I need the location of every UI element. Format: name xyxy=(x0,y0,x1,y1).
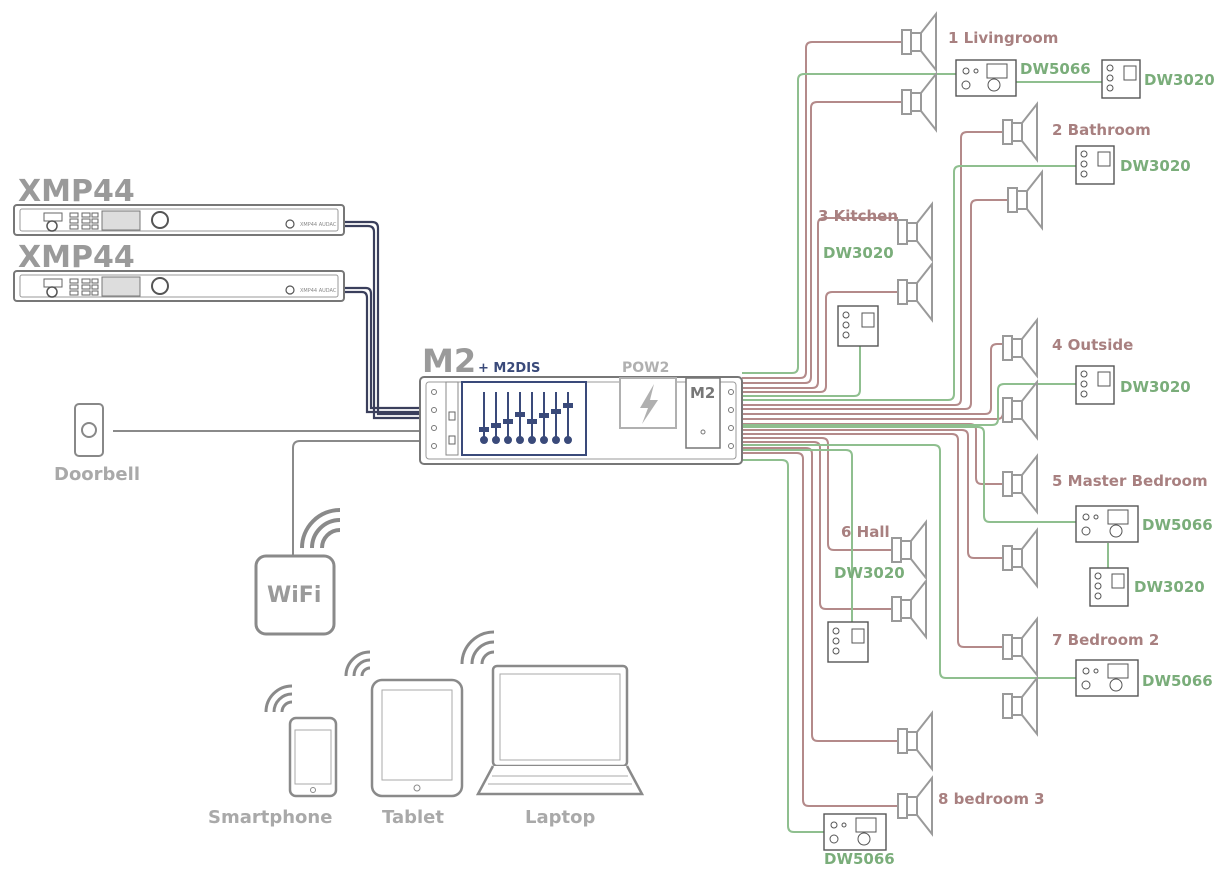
wifi-signal-icon xyxy=(300,508,341,549)
speakers xyxy=(891,11,1043,837)
xmp44-unit-top: XMP44 XMP44 AUDAC xyxy=(13,174,345,236)
smartphone-device: Smartphone xyxy=(208,684,338,828)
speaker-icon xyxy=(1002,616,1038,678)
zone-3-label: 3 Kitchen xyxy=(818,207,898,225)
xmp44-label-bottom: XMP44 xyxy=(18,240,135,275)
speaker-icon xyxy=(1002,675,1038,737)
smartphone-signal-icon xyxy=(264,684,293,713)
speaker-icon xyxy=(1002,379,1038,441)
zone-1-label: 1 Livingroom xyxy=(948,29,1058,47)
xmp44-brand-top: XMP44 AUDAC xyxy=(300,222,337,228)
speaker-icon xyxy=(897,201,933,263)
dw3020-panel xyxy=(1101,59,1141,99)
m2-matrix: M2 + M2DIS POW2 M2 xyxy=(419,342,743,465)
wifi-router: WiFi xyxy=(254,508,341,636)
speaker-wires xyxy=(742,41,1008,807)
zone-4-label: 4 Outside xyxy=(1052,336,1133,354)
panel-label: DW5066 xyxy=(1142,516,1213,534)
panel-label: DW5066 xyxy=(1020,60,1091,78)
panel-label: DW5066 xyxy=(824,850,895,868)
zone-8-label: 8 bedroom 3 xyxy=(938,790,1045,808)
dw3020-panel xyxy=(1089,567,1129,607)
panel-label: DW3020 xyxy=(1144,71,1215,89)
aux-links xyxy=(113,430,422,555)
zone-labels: 1 Livingroom 2 Bathroom 3 Kitchen 4 Outs… xyxy=(818,29,1208,808)
m2-side-logo: M2 xyxy=(690,384,715,402)
doorbell-device: Doorbell xyxy=(54,403,140,485)
control-wires xyxy=(742,73,1109,833)
dw3020-panel xyxy=(837,305,879,347)
speaker-icon xyxy=(1007,169,1043,231)
panel-label: DW3020 xyxy=(1120,157,1191,175)
dw5066-panel xyxy=(823,813,887,851)
doorbell-label: Doorbell xyxy=(54,464,140,485)
panel-label: DW3020 xyxy=(823,244,894,262)
panel-labels: DW5066 DW3020 DW3020 DW3020 DW3020 DW506… xyxy=(823,60,1215,868)
pow2-label: POW2 xyxy=(622,360,669,376)
xmp44-label-top: XMP44 xyxy=(18,174,135,209)
panel-label: DW5066 xyxy=(1142,672,1213,690)
panel-label: DW3020 xyxy=(1134,578,1205,596)
tablet-label: Tablet xyxy=(382,807,444,828)
speaker-icon xyxy=(897,775,933,837)
audio-links xyxy=(344,220,422,420)
speaker-icon xyxy=(897,261,933,323)
zone-2-label: 2 Bathroom xyxy=(1052,121,1151,139)
speaker-icon xyxy=(901,11,937,73)
zone-5-label: 5 Master Bedroom xyxy=(1052,472,1208,490)
dw3020-panel xyxy=(1075,365,1115,405)
smartphone-label: Smartphone xyxy=(208,807,332,828)
wall-panels xyxy=(823,59,1141,851)
dw3020-panel xyxy=(1075,145,1115,185)
xmp44-unit-bottom: XMP44 XMP44 AUDAC xyxy=(13,240,345,302)
dw5066-panel xyxy=(1075,505,1139,543)
dw5066-panel xyxy=(955,59,1017,97)
panel-label: DW3020 xyxy=(1120,378,1191,396)
laptop-label: Laptop xyxy=(525,807,595,828)
wifi-label: WiFi xyxy=(267,583,321,608)
tablet-signal-icon xyxy=(344,650,371,677)
laptop-signal-icon xyxy=(460,630,495,665)
m2dis-faders xyxy=(479,392,573,444)
speaker-icon xyxy=(897,710,933,772)
speaker-icon xyxy=(901,71,937,133)
power-icon xyxy=(640,384,658,424)
dw3020-panel xyxy=(827,621,869,663)
speaker-icon xyxy=(891,578,927,640)
zone-6-label: 6 Hall xyxy=(841,523,890,541)
speaker-icon xyxy=(1002,101,1038,163)
speaker-icon xyxy=(891,519,927,581)
laptop-device: Laptop xyxy=(460,630,645,828)
speaker-icon xyxy=(1002,527,1038,589)
panel-label: DW3020 xyxy=(834,564,905,582)
m2dis-label: + M2DIS xyxy=(478,361,540,376)
dw5066-panel xyxy=(1075,659,1139,697)
xmp44-brand-bottom: XMP44 AUDAC xyxy=(300,288,337,294)
speaker-icon xyxy=(1002,453,1038,515)
m2-label: M2 xyxy=(422,342,476,380)
zone-7-label: 7 Bedroom 2 xyxy=(1052,631,1159,649)
tablet-device: Tablet xyxy=(344,650,464,828)
speaker-icon xyxy=(1002,317,1038,379)
